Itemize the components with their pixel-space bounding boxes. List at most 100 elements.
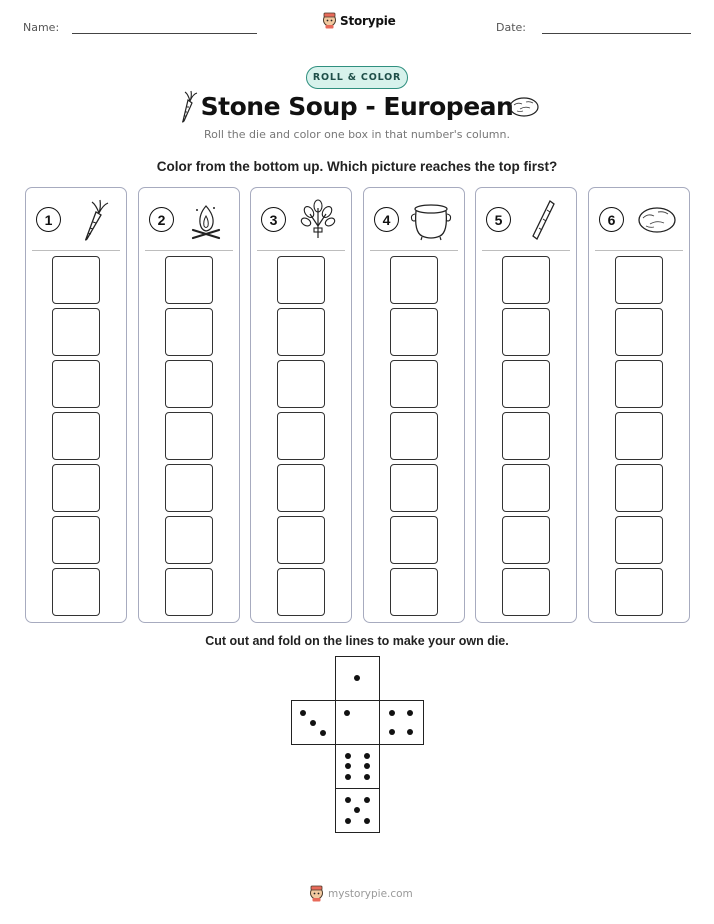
column-header: 4: [364, 188, 464, 250]
column-number: 3: [261, 207, 286, 232]
color-box[interactable]: [165, 412, 213, 460]
color-box[interactable]: [615, 308, 663, 356]
color-box[interactable]: [165, 516, 213, 564]
color-box[interactable]: [52, 256, 100, 304]
name-line[interactable]: [72, 33, 257, 34]
herbs-icon: [300, 199, 336, 238]
color-box[interactable]: [277, 360, 325, 408]
stick-icon: [532, 200, 555, 240]
footer-url[interactable]: mystorypie.com: [328, 887, 413, 900]
campfire-icon: [191, 205, 221, 240]
die-pip: [345, 774, 351, 780]
color-box[interactable]: [390, 256, 438, 304]
die-pip: [389, 710, 395, 716]
column-divider: [257, 250, 345, 251]
color-box[interactable]: [615, 412, 663, 460]
column-header: 1: [26, 188, 126, 250]
color-box[interactable]: [390, 308, 438, 356]
storypie-mascot-icon: [310, 885, 323, 902]
die-pip: [345, 818, 351, 824]
color-box[interactable]: [277, 464, 325, 512]
die-pip: [364, 818, 370, 824]
column-1: 1: [25, 187, 127, 623]
die-pip: [364, 763, 370, 769]
column-6: 6: [588, 187, 690, 623]
color-box[interactable]: [52, 568, 100, 616]
die-face-4: [379, 700, 424, 745]
die-pip: [407, 710, 413, 716]
die-face-5: [335, 788, 380, 833]
column-number: 4: [374, 207, 399, 232]
column-divider: [370, 250, 458, 251]
color-box[interactable]: [502, 464, 550, 512]
column-2: 2: [138, 187, 240, 623]
color-box[interactable]: [52, 360, 100, 408]
color-box[interactable]: [52, 308, 100, 356]
color-box[interactable]: [277, 308, 325, 356]
color-box[interactable]: [615, 256, 663, 304]
color-box[interactable]: [502, 568, 550, 616]
die-face-6: [335, 744, 380, 789]
column-header: 3: [251, 188, 351, 250]
color-box[interactable]: [502, 412, 550, 460]
die-face-1: [335, 656, 380, 701]
color-box[interactable]: [277, 256, 325, 304]
color-box[interactable]: [390, 360, 438, 408]
brand-logo: Storypie: [322, 12, 396, 29]
color-box[interactable]: [615, 568, 663, 616]
pot-icon: [410, 204, 452, 241]
stone-icon: [509, 97, 539, 117]
color-box[interactable]: [390, 516, 438, 564]
color-box[interactable]: [165, 568, 213, 616]
color-box[interactable]: [390, 464, 438, 512]
color-box[interactable]: [277, 516, 325, 564]
color-box[interactable]: [165, 308, 213, 356]
die-pip: [310, 720, 316, 726]
color-box[interactable]: [615, 360, 663, 408]
date-line[interactable]: [542, 33, 691, 34]
column-number: 2: [149, 207, 174, 232]
roll-and-color-badge: ROLL & COLOR: [306, 66, 408, 89]
color-box[interactable]: [502, 360, 550, 408]
color-box[interactable]: [52, 516, 100, 564]
die-pip: [345, 797, 351, 803]
color-box[interactable]: [502, 256, 550, 304]
die-pip: [345, 763, 351, 769]
carrot-icon: [85, 199, 109, 241]
die-face-3: [291, 700, 336, 745]
brand-name: Storypie: [340, 13, 396, 28]
color-box[interactable]: [277, 412, 325, 460]
die-pip: [407, 729, 413, 735]
color-box[interactable]: [615, 464, 663, 512]
column-4: 4: [363, 187, 465, 623]
column-number: 1: [36, 207, 61, 232]
column-3: 3: [250, 187, 352, 623]
color-box[interactable]: [277, 568, 325, 616]
column-5: 5: [475, 187, 577, 623]
color-box[interactable]: [390, 568, 438, 616]
color-box[interactable]: [615, 516, 663, 564]
die-pip: [364, 753, 370, 759]
color-box[interactable]: [502, 308, 550, 356]
column-header: 2: [139, 188, 239, 250]
color-box[interactable]: [502, 516, 550, 564]
column-number: 6: [599, 207, 624, 232]
page-title: Stone Soup - European: [200, 92, 514, 121]
die-pip: [364, 774, 370, 780]
die-pip: [364, 797, 370, 803]
die-pip: [320, 730, 326, 736]
color-box[interactable]: [52, 412, 100, 460]
column-header: 5: [476, 188, 576, 250]
footer: mystorypie.com: [309, 885, 413, 902]
die-pip: [389, 729, 395, 735]
column-divider: [482, 250, 570, 251]
color-box[interactable]: [52, 464, 100, 512]
color-box[interactable]: [390, 412, 438, 460]
instruction-text: Color from the bottom up. Which picture …: [156, 159, 558, 174]
color-box[interactable]: [165, 464, 213, 512]
storypie-mascot-icon: [323, 12, 336, 29]
color-box[interactable]: [165, 256, 213, 304]
color-box[interactable]: [165, 360, 213, 408]
stone-icon: [638, 207, 676, 233]
subtitle: Roll the die and color one box in that n…: [204, 128, 510, 141]
